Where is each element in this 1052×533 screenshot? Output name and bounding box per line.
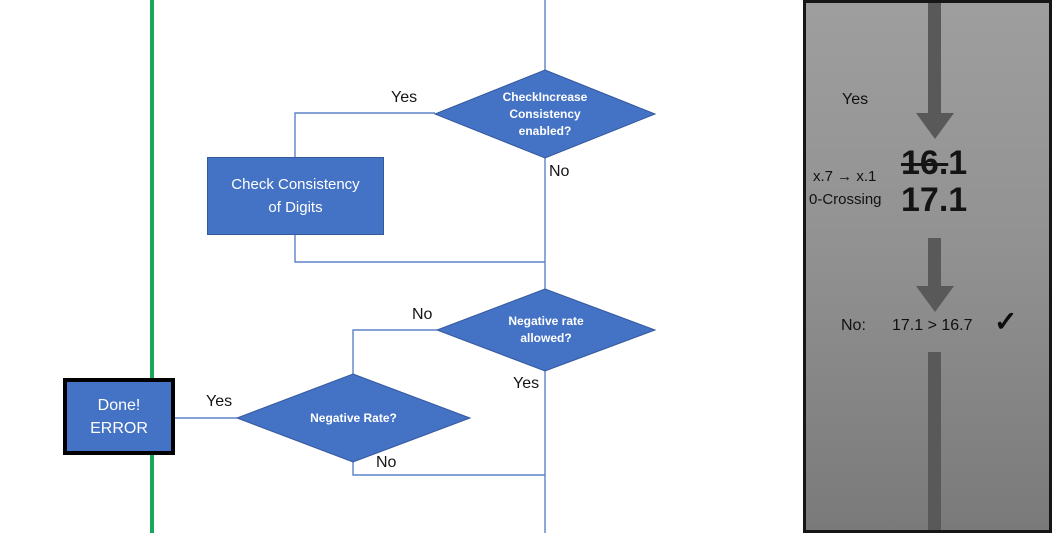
edge-label-yes-decision1: Yes	[391, 89, 418, 106]
process-line: Check Consistency	[231, 176, 360, 193]
panel-old-value: 16.1	[901, 144, 968, 182]
decision-check-increase-label: CheckIncrease Consistency enabled?	[435, 70, 655, 158]
down-arrow-2-head	[916, 286, 954, 312]
terminal-done-error-box: Done! ERROR	[63, 378, 175, 455]
decision-line: Negative Rate?	[310, 410, 397, 425]
edge-label-yes-decision2: Yes	[513, 375, 540, 392]
terminal-line: ERROR	[90, 419, 148, 437]
down-arrow-2-shaft	[928, 238, 941, 286]
panel-result-prefix: No:	[841, 317, 866, 334]
down-arrow-3-shaft	[928, 352, 941, 530]
edge-label-no-decision1: No	[549, 163, 570, 180]
connector-rect-to-mainline	[294, 235, 545, 263]
decision-line: CheckIncrease	[502, 89, 588, 104]
decision-line: Negative rate	[508, 314, 584, 328]
panel-branch-label: Yes	[842, 91, 869, 108]
checkmark-icon: ✓	[994, 306, 1018, 337]
decision-line: enabled?	[518, 123, 572, 138]
decision-check-increase-diamond	[433, 69, 657, 159]
decision-negative-rate-allowed-label: Negative rate allowed?	[437, 289, 655, 371]
process-line: of Digits	[268, 199, 323, 216]
edge-label-no-decision2: No	[412, 306, 433, 323]
side-annotation-panel: Yes x.7 → x.1 0-Crossing 16.1 17.1 No: 1…	[803, 0, 1052, 533]
edge-label-no-decision3: No	[376, 454, 397, 471]
connector-decision1-yes	[294, 112, 435, 157]
panel-result-comparison: 17.1 > 16.7	[892, 317, 973, 334]
edge-label-yes-decision3: Yes	[206, 393, 233, 410]
decision-negative-rate-diamond	[235, 373, 472, 463]
down-arrow-1-shaft	[928, 3, 941, 113]
decision-negative-rate-allowed-diamond	[435, 288, 657, 372]
panel-note-line2: 0-Crossing	[809, 191, 882, 208]
panel-note-line1: x.7 → x.1	[813, 168, 877, 185]
panel-new-value: 17.1	[901, 181, 968, 219]
terminal-line: Done!	[97, 396, 141, 414]
decision-line: allowed?	[520, 331, 572, 345]
decision-negative-rate-label: Negative Rate?	[237, 374, 470, 462]
down-arrow-1-head	[916, 113, 954, 139]
decision-line: Consistency	[509, 106, 581, 121]
process-check-consistency-box: Check Consistency of Digits	[207, 157, 384, 235]
panel-values: 16.1 17.1	[901, 145, 967, 219]
timeline-green-line	[150, 0, 154, 533]
panel-note-text: x.7 → x.1 0-Crossing	[809, 165, 882, 211]
connector-decision2-no	[352, 329, 437, 374]
